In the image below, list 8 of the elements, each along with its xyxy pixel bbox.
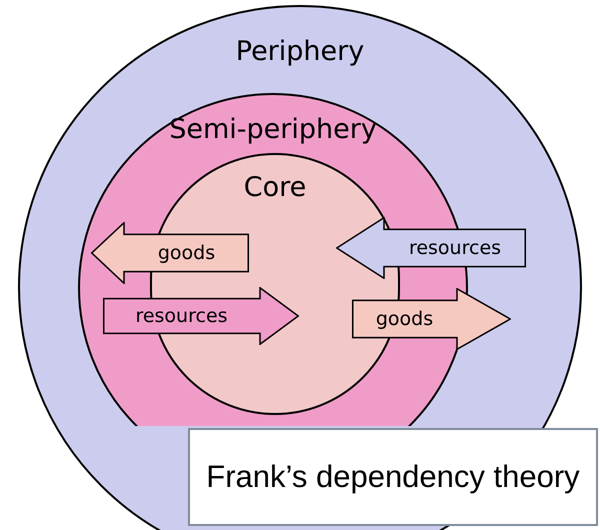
region-label: Core bbox=[244, 171, 306, 205]
caption: Frank’s dependency theory bbox=[188, 428, 598, 526]
arrow-label: resources bbox=[135, 304, 228, 329]
arrow-label: resources bbox=[408, 236, 502, 261]
arrow-label: goods bbox=[158, 240, 216, 266]
region-label: Periphery bbox=[236, 35, 364, 69]
arrow-label: goods bbox=[376, 306, 434, 332]
region-label: Semi-periphery bbox=[169, 113, 377, 147]
